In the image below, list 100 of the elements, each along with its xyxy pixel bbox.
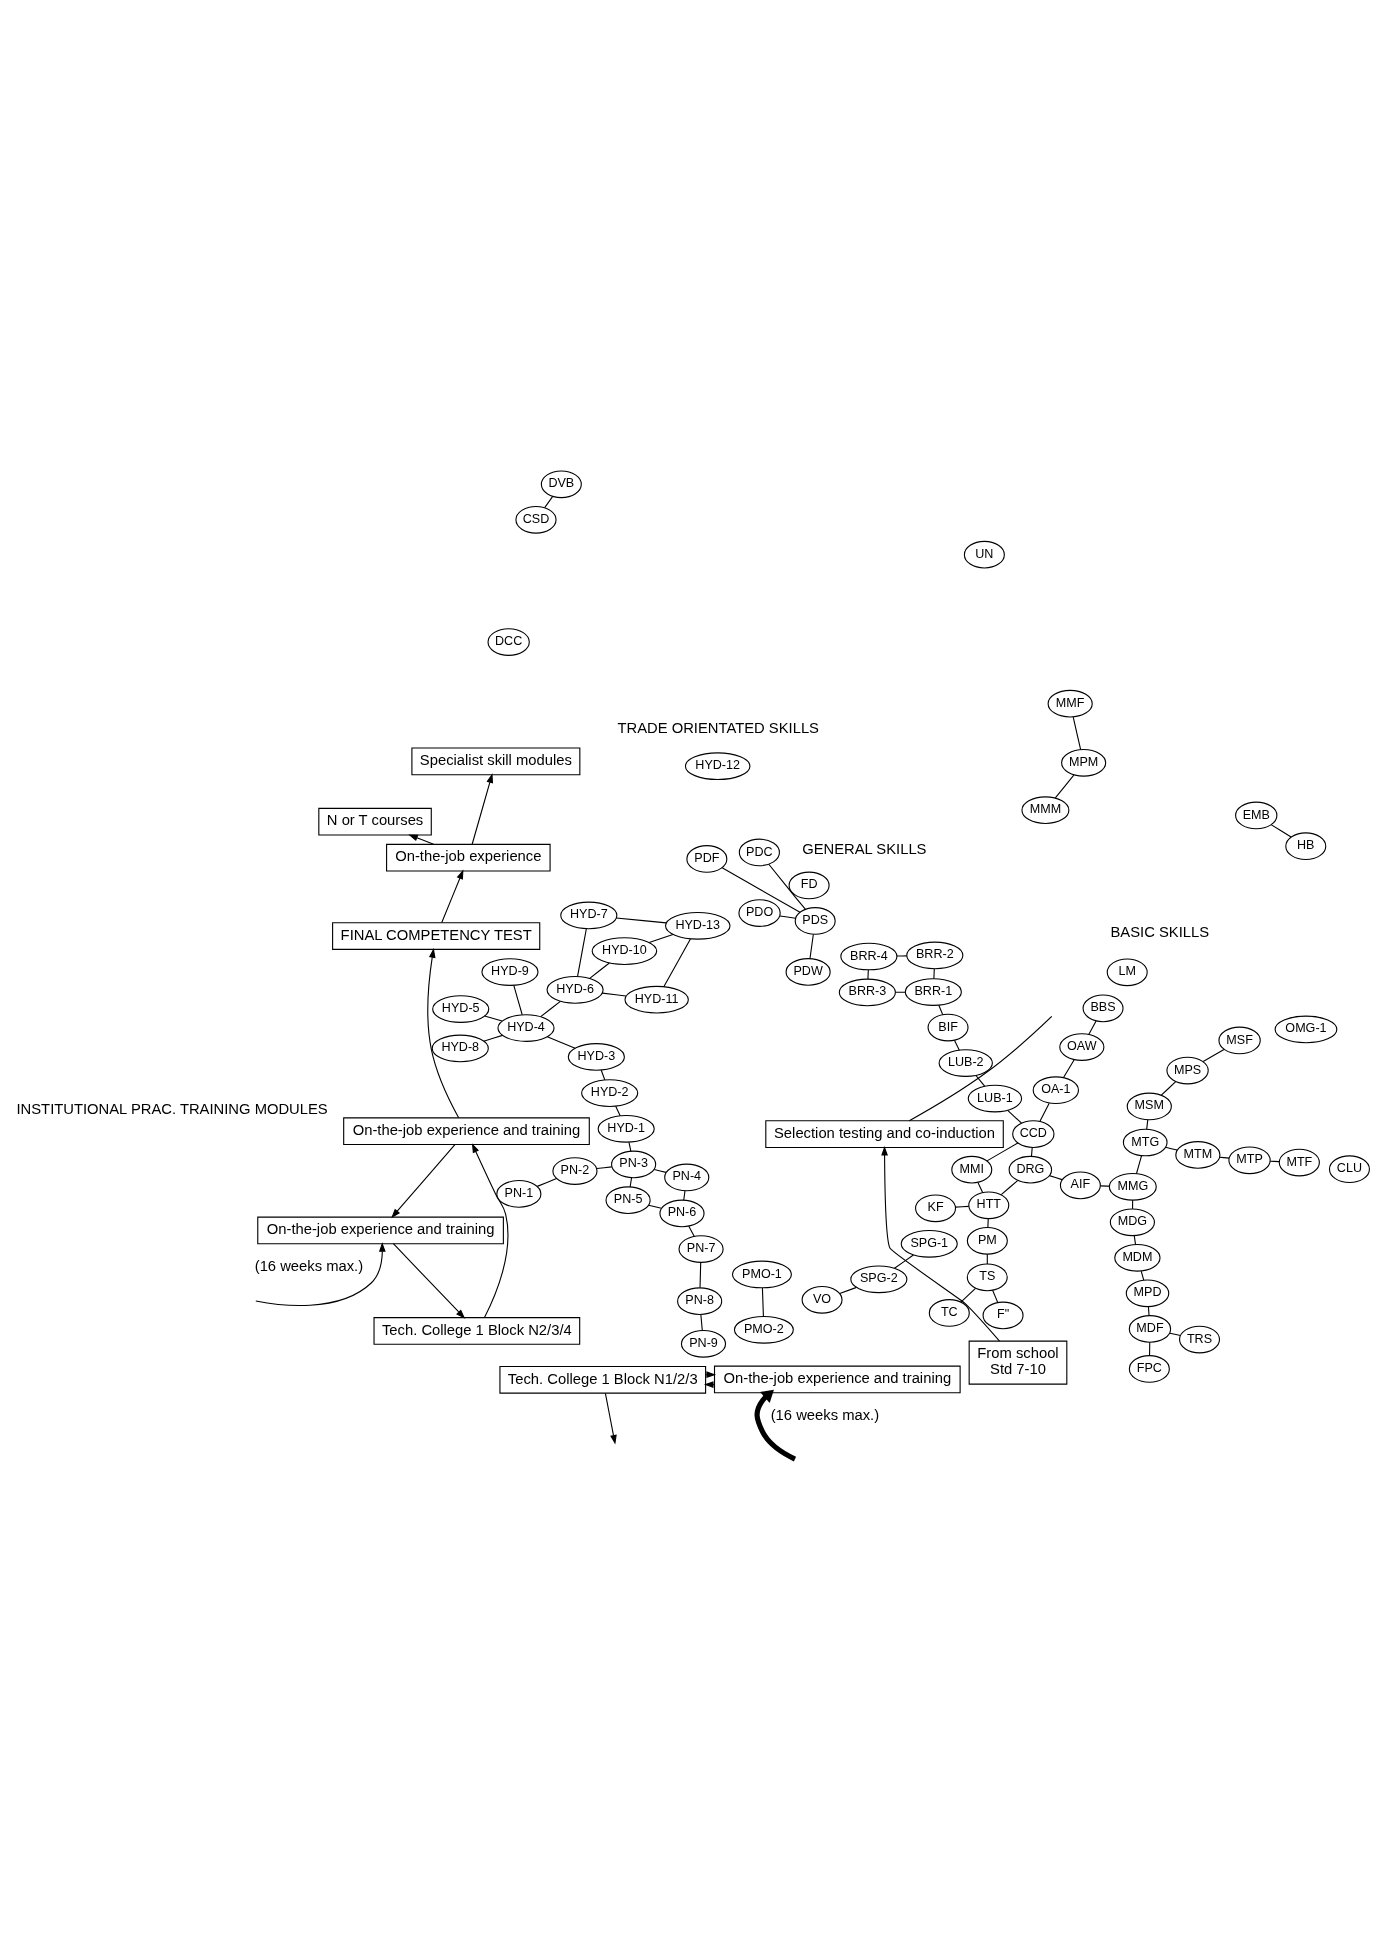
connector bbox=[761, 1287, 764, 1317]
arrow bbox=[754, 1389, 797, 1462]
connector bbox=[629, 1177, 633, 1188]
node-ellipse: HYD-13 bbox=[664, 911, 731, 940]
connector bbox=[628, 1141, 632, 1152]
connector bbox=[683, 1190, 686, 1201]
connector bbox=[536, 1177, 558, 1187]
node-ellipse: MMF bbox=[1047, 689, 1093, 718]
node-box: On-the-job experience and training bbox=[343, 1117, 590, 1146]
node-ellipse: AIF bbox=[1059, 1171, 1101, 1200]
connector bbox=[577, 928, 587, 977]
label: GENERAL SKILLS bbox=[802, 840, 927, 857]
connector bbox=[975, 1074, 986, 1087]
node-ellipse: HYD-7 bbox=[560, 901, 618, 930]
connector bbox=[893, 1254, 914, 1269]
connector bbox=[1030, 1147, 1033, 1157]
connector bbox=[1140, 1270, 1145, 1281]
connector bbox=[615, 917, 667, 924]
node-ellipse: MTM bbox=[1175, 1141, 1221, 1169]
label: INSTITUTIONAL PRAC. TRAINING MODULES bbox=[16, 1101, 328, 1118]
node-ellipse: MPD bbox=[1125, 1279, 1170, 1308]
connector bbox=[1219, 1156, 1230, 1159]
node-ellipse: DRG bbox=[1008, 1155, 1053, 1184]
node-ellipse: FD bbox=[788, 871, 830, 900]
connector bbox=[1147, 1306, 1150, 1316]
node-ellipse: MTF bbox=[1278, 1148, 1320, 1177]
connector bbox=[1269, 1160, 1280, 1163]
node-ellipse: PN-6 bbox=[659, 1199, 705, 1228]
connector bbox=[908, 1015, 1053, 1122]
node-ellipse: KF bbox=[915, 1194, 957, 1223]
connector bbox=[1054, 774, 1075, 799]
node-box: Selection testing and co-induction bbox=[765, 1120, 1004, 1148]
node-ellipse: TS bbox=[966, 1263, 1008, 1292]
node-ellipse: HYD-11 bbox=[624, 985, 689, 1014]
arrow bbox=[471, 1143, 509, 1318]
connector bbox=[483, 1034, 503, 1042]
connector bbox=[977, 1181, 984, 1193]
node-box: From school Std 7-10 bbox=[968, 1340, 1068, 1385]
node-ellipse: MPS bbox=[1166, 1056, 1209, 1085]
node-ellipse: MDM bbox=[1114, 1243, 1161, 1272]
connector bbox=[1164, 1146, 1178, 1151]
node-ellipse: SPG-2 bbox=[850, 1265, 908, 1294]
connector bbox=[1072, 716, 1082, 751]
node-ellipse: PN-2 bbox=[552, 1157, 598, 1185]
node-ellipse: MPM bbox=[1061, 748, 1107, 777]
connector bbox=[992, 1289, 999, 1304]
node-box: FINAL COMPETENCY TEST bbox=[332, 922, 541, 950]
node-ellipse: F" bbox=[982, 1301, 1024, 1330]
node-ellipse: PMO-1 bbox=[731, 1260, 792, 1289]
node-ellipse: HYD-12 bbox=[684, 752, 751, 781]
connector bbox=[648, 1204, 662, 1209]
node-ellipse: HYD-4 bbox=[497, 1014, 555, 1042]
connector bbox=[867, 969, 869, 980]
connector bbox=[768, 863, 806, 910]
node-ellipse: HYD-6 bbox=[546, 976, 604, 1004]
node-ellipse: MMG bbox=[1108, 1172, 1157, 1201]
connector bbox=[953, 1039, 960, 1051]
node-box: On-the-job experience bbox=[386, 843, 551, 872]
node-ellipse: MTP bbox=[1228, 1146, 1271, 1175]
node-ellipse: PN-7 bbox=[678, 1235, 724, 1263]
node-ellipse: MMI bbox=[951, 1155, 993, 1184]
node-box: Specialist skill modules bbox=[411, 747, 581, 776]
label: (16 weeks max.) bbox=[254, 1258, 364, 1275]
label: (16 weeks max.) bbox=[770, 1406, 880, 1423]
connector bbox=[1000, 1180, 1019, 1196]
node-ellipse: SPG-1 bbox=[900, 1229, 958, 1258]
connector bbox=[955, 1205, 970, 1208]
node-ellipse: HB bbox=[1285, 832, 1327, 861]
node-ellipse: HYD-9 bbox=[481, 958, 539, 986]
connector bbox=[1132, 1199, 1134, 1210]
node-ellipse: PN-1 bbox=[496, 1180, 542, 1208]
node-ellipse: HYD-2 bbox=[581, 1079, 639, 1107]
connector bbox=[779, 915, 797, 919]
node-ellipse: TRS bbox=[1179, 1325, 1221, 1354]
node-ellipse: PMO-2 bbox=[733, 1315, 794, 1344]
connector bbox=[894, 991, 906, 993]
connector bbox=[600, 1069, 606, 1081]
node-box: On-the-job experience and training bbox=[257, 1216, 504, 1245]
node-ellipse: LUB-1 bbox=[967, 1084, 1023, 1113]
node-ellipse: BRR-2 bbox=[906, 941, 964, 970]
connector bbox=[513, 984, 523, 1016]
node-ellipse: HTT bbox=[968, 1191, 1010, 1220]
node-ellipse: PDS bbox=[794, 907, 836, 935]
arrow bbox=[392, 1243, 466, 1319]
node-ellipse: HYD-10 bbox=[591, 937, 658, 965]
arrow bbox=[255, 1242, 386, 1307]
arrow bbox=[391, 1144, 456, 1219]
connector bbox=[1048, 1175, 1063, 1181]
arrow bbox=[427, 948, 460, 1119]
node-ellipse: HYD-3 bbox=[567, 1043, 625, 1071]
node-ellipse: MSM bbox=[1126, 1092, 1172, 1121]
label: TRADE ORIENTATED SKILLS bbox=[617, 719, 820, 736]
connector bbox=[544, 495, 554, 509]
node-ellipse: DVB bbox=[540, 470, 582, 499]
node-ellipse: PN-9 bbox=[680, 1329, 727, 1358]
node-ellipse: PN-8 bbox=[677, 1287, 723, 1315]
node-ellipse: EMB bbox=[1235, 801, 1278, 830]
node-ellipse: HYD-1 bbox=[597, 1115, 655, 1143]
arrow bbox=[604, 1392, 617, 1445]
connector bbox=[938, 1004, 944, 1016]
